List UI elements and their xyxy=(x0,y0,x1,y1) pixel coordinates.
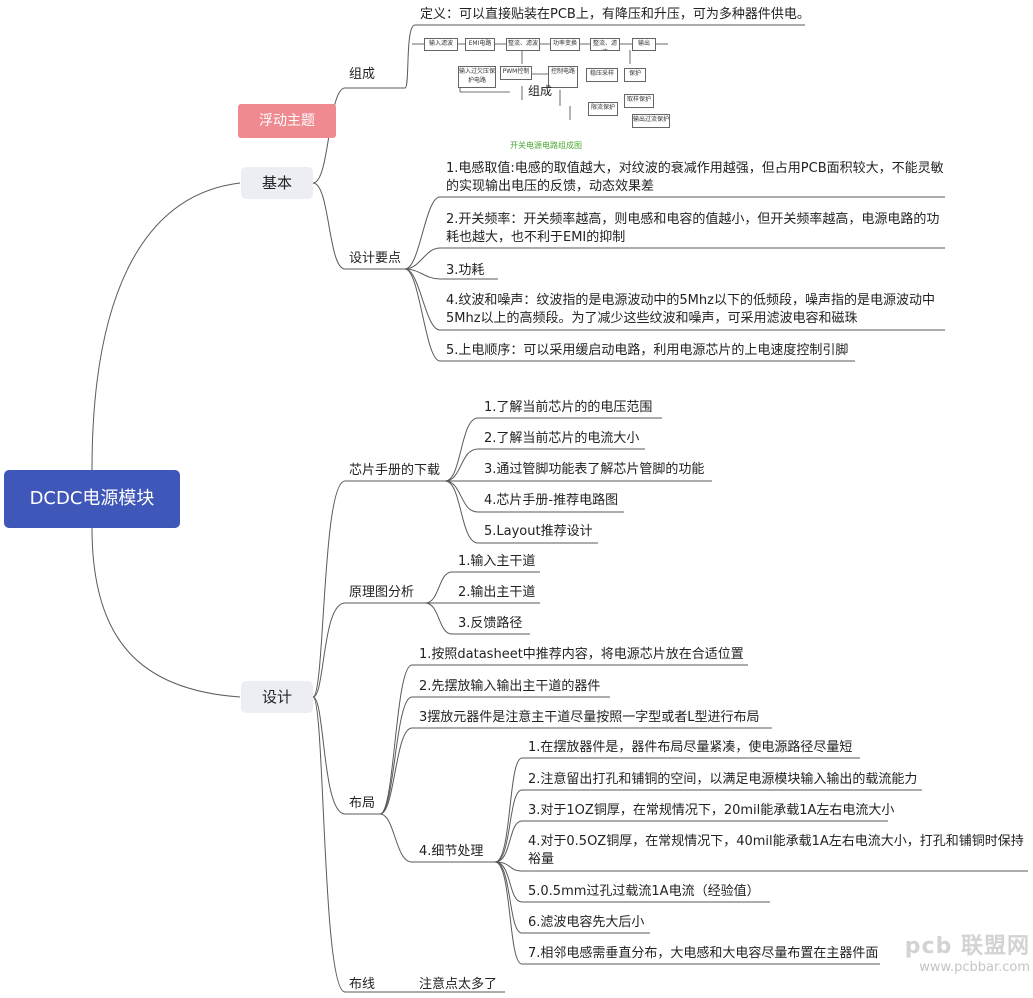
block-overcurrent: 输出过流保护 xyxy=(632,114,670,128)
detail-item-3[interactable]: 3.对于1OZ铜厚，在常规情况下，20mil能承载1A左右电流大小 xyxy=(528,803,895,818)
block-input-filter: 输入滤波 xyxy=(424,38,458,51)
datasheet-item-2[interactable]: 2.了解当前芯片的电流大小 xyxy=(484,431,640,446)
watermark-logo: pcb 联盟网 xyxy=(904,934,1030,959)
schematic-item-2[interactable]: 2.输出主干道 xyxy=(458,585,536,600)
topic-layout[interactable]: 布局 xyxy=(349,796,376,811)
block-control: 控制电路 xyxy=(548,66,578,88)
block-current-limit: 限流保护 xyxy=(588,102,618,116)
layout-item-3[interactable]: 3摆放元器件是注意主干道尽量按照一字型或者L型进行布局 xyxy=(419,710,760,725)
design-point-5[interactable]: 5.上电顺序：可以采用缓启动电路，利用电源芯片的上电速度控制引脚 xyxy=(446,343,849,358)
schematic-item-1[interactable]: 1.输入主干道 xyxy=(458,554,536,569)
datasheet-item-1[interactable]: 1.了解当前芯片的的电压范围 xyxy=(484,400,653,415)
detail-item-6[interactable]: 6.滤波电容先大后小 xyxy=(528,915,645,930)
topic-datasheet[interactable]: 芯片手册的下载 xyxy=(349,463,441,478)
datasheet-item-4[interactable]: 4.芯片手册-推荐电路图 xyxy=(484,493,619,508)
design-point-2[interactable]: 2.开关频率：开关频率越高，则电感和电容的值越小，但开关频率越高，电源电路的功耗… xyxy=(446,212,940,245)
layout-item-2[interactable]: 2.先摆放输入输出主干道的器件 xyxy=(419,679,601,694)
datasheet-item-5[interactable]: 5.Layout推荐设计 xyxy=(484,524,593,539)
watermark-url: www.pcbbar.com xyxy=(919,960,1030,975)
topic-composition[interactable]: 组成 xyxy=(349,67,376,82)
detail-item-2[interactable]: 2.注意留出打孔和铺铜的空间，以满足电源模块输入输出的载流能力 xyxy=(528,772,918,787)
root-topic[interactable]: DCDC电源模块 xyxy=(4,470,180,528)
topic-definition[interactable]: 定义：可以直接贴装在PCB上，有降压和升压，可为多种器件供电。 xyxy=(420,7,810,22)
layout-item-1[interactable]: 1.按照datasheet中推荐内容，将电源芯片放在合适位置 xyxy=(419,647,744,662)
block-output: 输出 xyxy=(632,38,656,51)
block-protect: 保护 xyxy=(624,68,646,82)
block-sampling: 稳压采样 xyxy=(586,68,618,82)
block-rectify-filter-2: 整流、滤波 xyxy=(590,38,620,51)
block-input-protect: 输入过欠压保护电路 xyxy=(458,66,496,88)
block-sample-protect: 取样保护 xyxy=(624,94,654,108)
detail-item-4[interactable]: 4.对于0.5OZ铜厚，在常规情况下，40mil能承载1A左右电流大小，打孔和铺… xyxy=(528,834,1024,867)
block-power-convert: 功率变换 xyxy=(550,38,580,51)
branch-design[interactable]: 设计 xyxy=(241,681,313,713)
detail-item-1[interactable]: 1.在摆放器件是，器件布局尽量紧凑，使电源路径尽量短 xyxy=(528,740,853,755)
image-overlay-label: 组成 xyxy=(528,84,553,98)
design-point-4[interactable]: 4.纹波和噪声：纹波指的是电源波动中的5Mhz以下的低频段，噪声指的是电源波动中… xyxy=(446,293,935,326)
detail-item-7[interactable]: 7.相邻电感需垂直分布，大电感和大电容尽量布置在主器件面 xyxy=(528,946,879,961)
schematic-item-3[interactable]: 3.反馈路径 xyxy=(458,616,523,631)
branch-basic[interactable]: 基本 xyxy=(241,167,313,199)
power-supply-block-diagram: 输入滤波 EMI电路 整流、滤波 功率变换 整流、滤波 输出 输入过欠压保护电路… xyxy=(410,30,672,150)
flow-arrows xyxy=(412,43,668,120)
routing-note[interactable]: 注意点太多了 xyxy=(419,977,498,992)
topic-routing[interactable]: 布线 xyxy=(349,977,376,992)
image-caption: 开关电源电路组成图 xyxy=(510,141,582,150)
detail-item-5[interactable]: 5.0.5mm过孔过载流1A电流（经验值） xyxy=(528,884,760,899)
datasheet-item-3[interactable]: 3.通过管脚功能表了解芯片管脚的功能 xyxy=(484,462,705,477)
watermark: pcb 联盟网 www.pcbbar.com xyxy=(880,934,1030,976)
design-point-1[interactable]: 1.电感取值:电感的取值越大，对纹波的衰减作用越强，但占用PCB面积较大，不能灵… xyxy=(446,161,944,194)
topic-layout-detail[interactable]: 4.细节处理 xyxy=(419,844,484,859)
block-pwm: PWM控制 xyxy=(500,66,532,80)
topic-schematic[interactable]: 原理图分析 xyxy=(349,585,415,600)
topic-design-points[interactable]: 设计要点 xyxy=(349,251,402,266)
design-point-3[interactable]: 3.功耗 xyxy=(446,263,485,278)
block-rectify-filter-1: 整流、滤波 xyxy=(506,38,540,51)
floating-topic[interactable]: 浮动主题 xyxy=(238,104,336,138)
block-emi: EMI电路 xyxy=(465,38,495,51)
